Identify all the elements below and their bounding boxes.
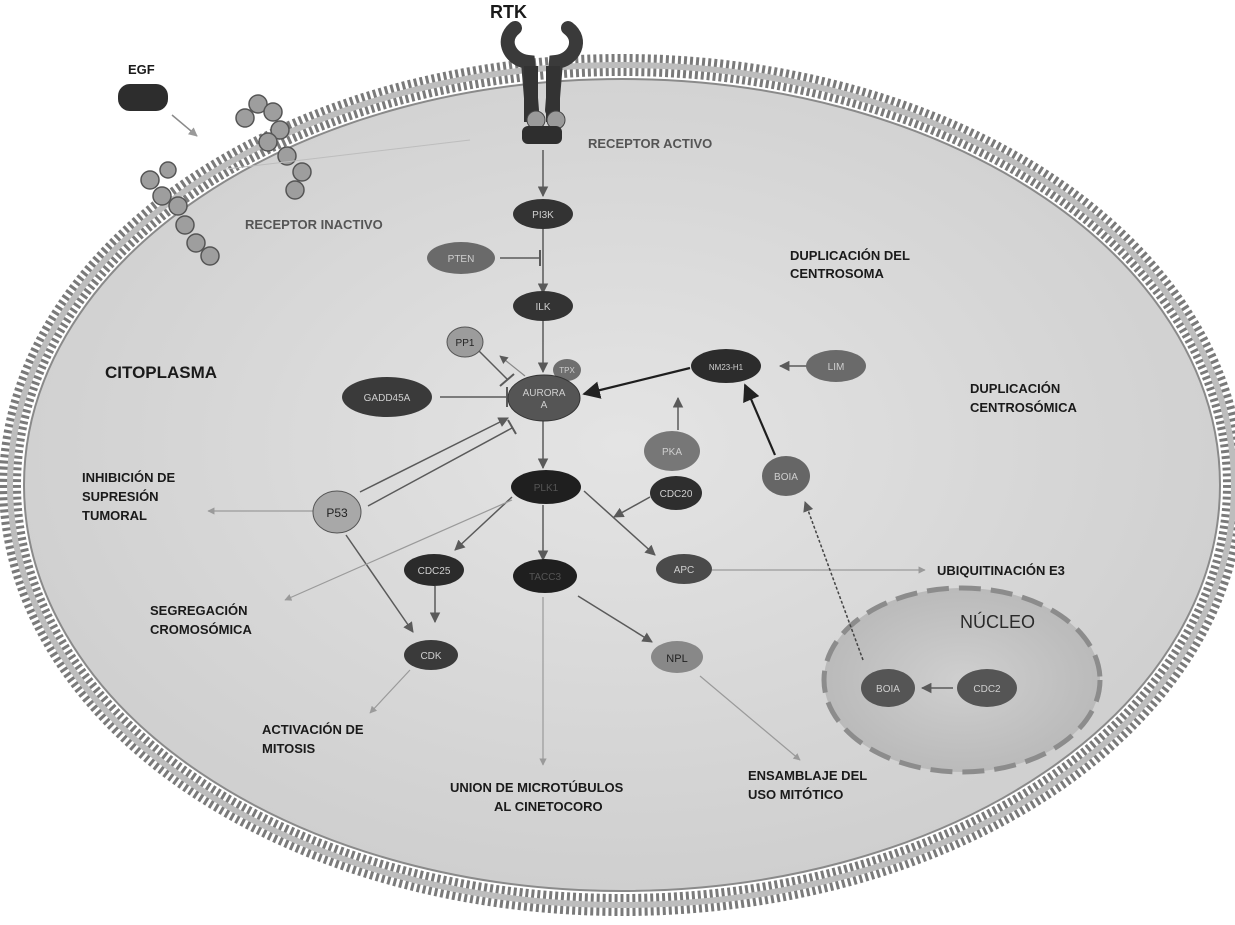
label-segregacion-1: SEGREGACIÓN [150,603,248,618]
node-pi3k-label: PI3K [532,210,554,221]
label-segregacion-2: CROMOSÓMICA [150,622,252,637]
node-pten-label: PTEN [448,254,475,265]
node-aurora-label-1: AURORA [523,388,566,399]
node-tacc3-label: TACC3 [529,572,561,583]
node-plk1-label: PLK1 [534,483,559,494]
node-ilk-label: ILK [535,302,550,313]
label-union-1: UNION DE MICROTÚBULOS [450,780,624,795]
label-citoplasma: CITOPLASMA [105,363,217,382]
label-receptor-inactivo: RECEPTOR INACTIVO [245,217,383,232]
node-gadd45a-label: GADD45A [364,393,411,404]
label-nucleo: NÚCLEO [960,611,1035,632]
label-inhibicion-2: SUPRESIÓN [82,489,159,504]
node-cdc25-label: CDC25 [418,566,451,577]
cell-membrane [10,65,1234,905]
label-activacion-1: ACTIVACIÓN DE [262,722,364,737]
label-duplicacion-centrosomica-2: CENTROSÓMICA [970,400,1078,415]
label-inhibicion-3: TUMORAL [82,508,147,523]
node-tpx-label: TPX [559,366,575,375]
node-lim-label: LIM [828,362,845,373]
label-rtk: RTK [490,2,527,22]
label-ensamblaje-1: ENSAMBLAJE DEL [748,768,867,783]
node-nm23-label: NM23-H1 [709,363,744,372]
node-pp1-label: PP1 [456,338,475,349]
node-pka-label: PKA [662,447,682,458]
label-duplicacion-centrosoma-1: DUPLICACIÓN DEL [790,248,910,263]
node-p53-label: P53 [326,506,348,520]
node-aurora-label-2: A [541,400,548,411]
label-ubiquitinacion: UBIQUITINACIÓN E3 [937,563,1065,578]
label-ensamblaje-2: USO MITÓTICO [748,787,843,802]
label-duplicacion-centrosoma-2: CENTROSOMA [790,266,885,281]
egf-ligand [118,84,168,111]
label-inhibicion-1: INHIBICIÓN DE [82,470,176,485]
node-cdc20-label: CDC20 [660,489,693,500]
node-npl-label: NPL [666,653,687,665]
label-receptor-activo: RECEPTOR ACTIVO [588,136,712,151]
node-cdc2-label: CDC2 [973,684,1001,695]
node-boia-nuc-label: BOIA [876,684,900,695]
label-duplicacion-centrosomica-1: DUPLICACIÓN [970,381,1060,396]
label-union-2: AL CINETOCORO [494,799,603,814]
label-activacion-2: MITOSIS [262,741,316,756]
node-cdk-label: CDK [420,651,441,662]
node-apc-label: APC [674,565,695,576]
label-egf: EGF [128,62,155,77]
node-boia-cyt-label: BOIA [774,472,798,483]
